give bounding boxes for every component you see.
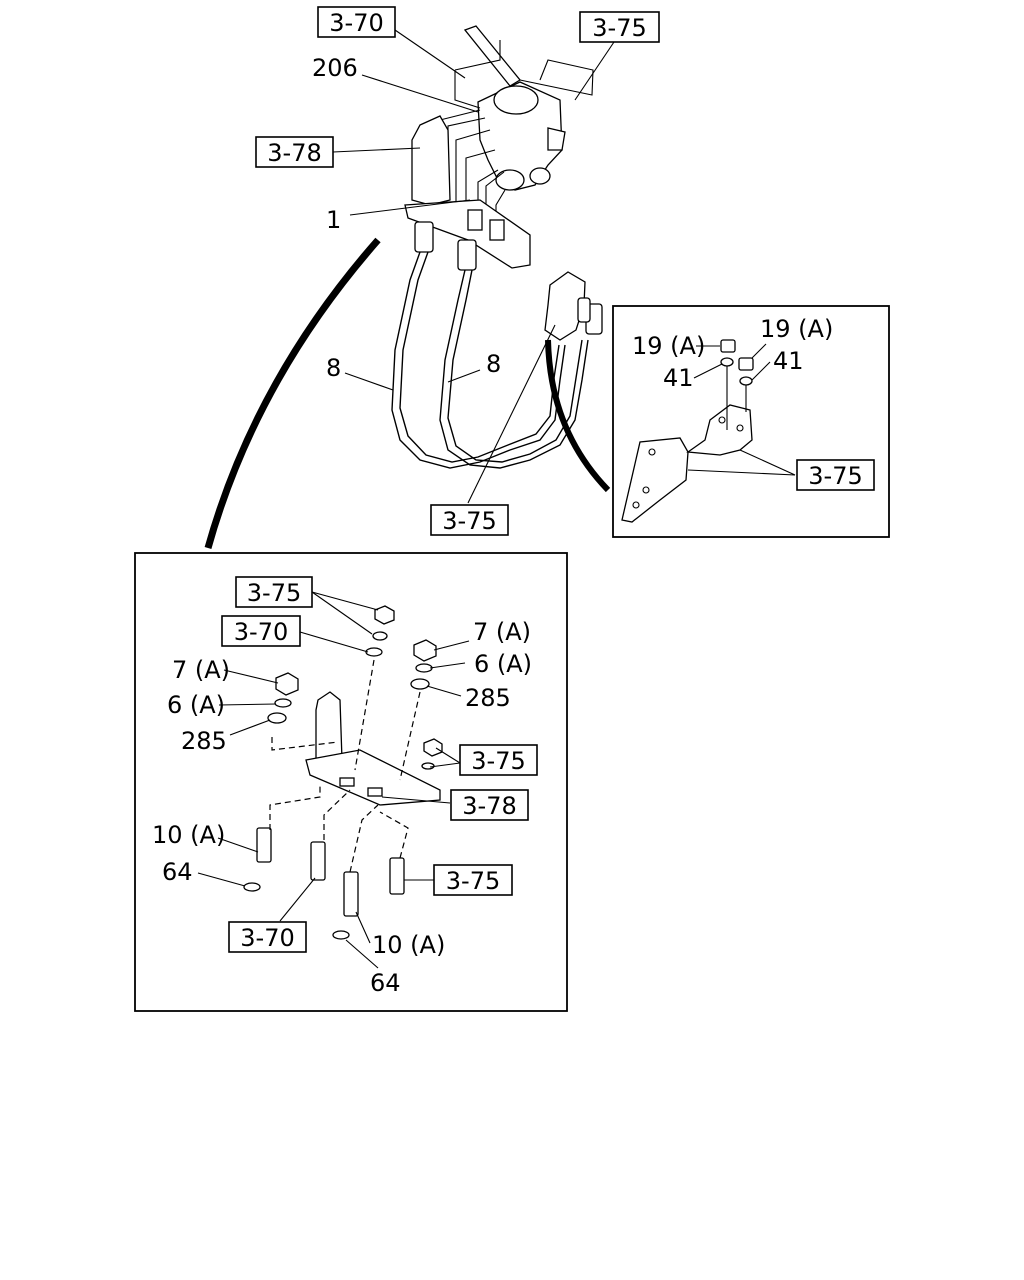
- svg-text:3-78: 3-78: [267, 139, 321, 167]
- svg-text:3-70: 3-70: [234, 618, 288, 646]
- part-number-206: 206: [312, 54, 358, 82]
- callout-curve-bottom: [204, 237, 381, 549]
- part-number-7a-left: 7 (A): [172, 656, 230, 684]
- part-number-19a-right: 19 (A): [760, 315, 833, 343]
- part-number-10a-bottom: 10 (A): [372, 931, 445, 959]
- part-number-285-right: 285: [465, 684, 511, 712]
- part-number-6a-right: 6 (A): [474, 650, 532, 678]
- part-number-41-right: 41: [773, 347, 804, 375]
- svg-text:3-75: 3-75: [592, 14, 646, 42]
- part-number-64-bottom: 64: [370, 969, 401, 997]
- detail-panel-bottom: 3-75 3-70 7 (A) 6 (A) 285 7 (A) 6 (A) 28…: [134, 552, 568, 1012]
- part-number-10a-left: 10 (A): [152, 821, 225, 849]
- ref-box-3-75-top: 3-75: [579, 11, 660, 43]
- ref-box-3-75-mid: 3-75: [430, 504, 509, 536]
- callout-curve-right: [545, 339, 611, 493]
- svg-text:3-70: 3-70: [329, 9, 383, 37]
- svg-text:3-70: 3-70: [240, 924, 294, 952]
- ref-box-3-70-bottom-a: 3-70: [221, 615, 301, 647]
- part-number-8-left: 8: [326, 354, 341, 382]
- leader-lines-top: [332, 29, 615, 504]
- ref-box-3-75-bottom-a: 3-75: [235, 576, 313, 608]
- part-number-64-left: 64: [162, 858, 193, 886]
- detail-panel-right: 19 (A) 19 (A) 41 41 3-75: [612, 305, 890, 538]
- svg-text:3-75: 3-75: [808, 462, 862, 490]
- part-number-285-left: 285: [181, 727, 227, 755]
- svg-text:3-75: 3-75: [446, 867, 500, 895]
- svg-text:3-75: 3-75: [442, 507, 496, 535]
- svg-text:3-78: 3-78: [462, 792, 516, 820]
- ref-box-3-75-bottom-b: 3-75: [459, 744, 538, 776]
- main-assembly-drawing: [391, 25, 603, 469]
- ref-box-3-70-bottom-b: 3-70: [228, 921, 307, 953]
- ref-box-3-78-bottom: 3-78: [450, 789, 529, 821]
- ref-box-3-75-detail-right: 3-75: [796, 459, 875, 491]
- svg-text:3-75: 3-75: [247, 579, 301, 607]
- part-number-1: 1: [326, 206, 341, 234]
- ref-box-3-78-top: 3-78: [255, 136, 334, 168]
- ref-box-3-75-bottom-c: 3-75: [433, 864, 513, 896]
- part-number-19a-left: 19 (A): [632, 332, 705, 360]
- part-number-6a-left: 6 (A): [167, 691, 225, 719]
- part-number-8-right: 8: [486, 350, 501, 378]
- svg-text:3-75: 3-75: [471, 747, 525, 775]
- part-number-7a-right: 7 (A): [473, 618, 531, 646]
- part-number-41-left: 41: [663, 364, 694, 392]
- ref-box-3-70-top: 3-70: [317, 6, 396, 38]
